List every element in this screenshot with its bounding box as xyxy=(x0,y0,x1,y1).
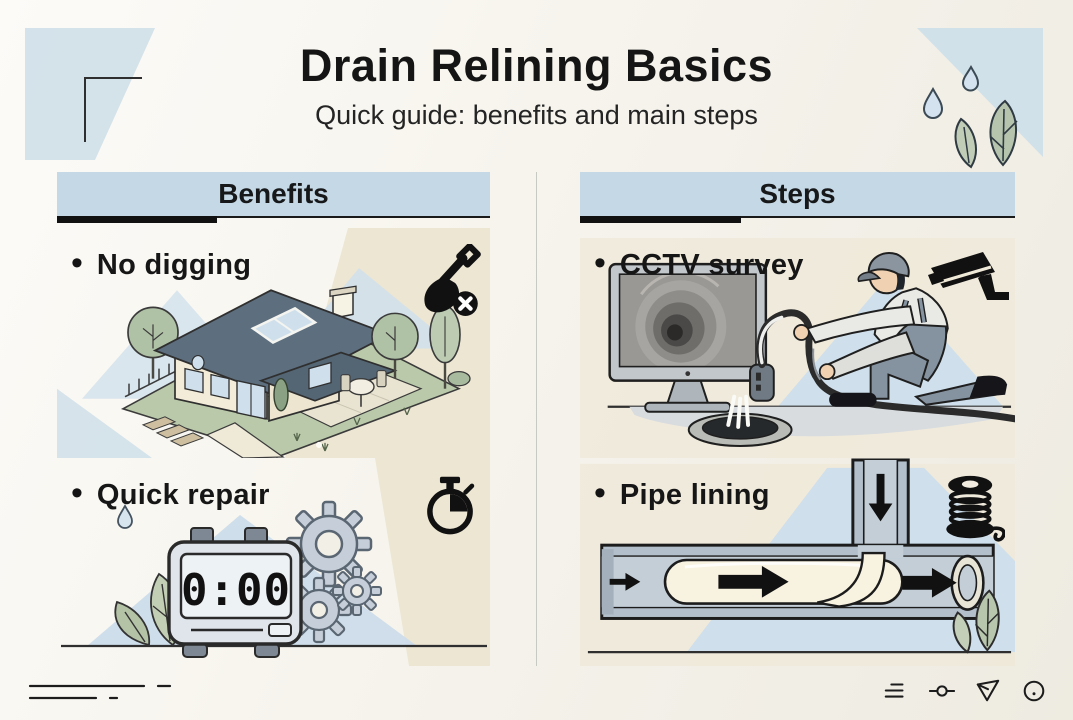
step-pipe-lining-section: • Pipe lining xyxy=(580,458,1015,666)
step-item-pipe-lining: • Pipe lining xyxy=(594,474,770,512)
steps-title: Steps xyxy=(759,178,836,209)
benefits-accent-rule xyxy=(57,216,490,224)
circle-icon xyxy=(1023,680,1045,702)
benefit-item-no-digging: • No digging xyxy=(71,244,252,282)
bullet: • xyxy=(71,244,83,282)
menu-lines-icon xyxy=(884,683,904,698)
slider-icon xyxy=(929,685,955,697)
benefit-label: Quick repair xyxy=(96,478,270,511)
benefits-header: Benefits xyxy=(57,172,490,216)
water-drop-icon xyxy=(117,504,133,529)
benefit-quick-repair-section: 0:00 • Quick repair xyxy=(57,458,490,666)
footer-icon-row xyxy=(883,678,1047,704)
cctv-camera-icon xyxy=(928,252,1009,300)
corner-decoration-top-right xyxy=(917,28,1043,169)
benefit-item-quick-repair: • Quick repair xyxy=(71,474,270,512)
benefit-no-digging-section: • No digging xyxy=(57,228,490,458)
step-label: CCTV survey xyxy=(619,248,804,281)
text-lines-decoration xyxy=(28,684,172,700)
benefits-title: Benefits xyxy=(218,178,329,209)
benefits-panel: Benefits xyxy=(57,172,490,666)
inspection-monitor xyxy=(608,262,768,413)
steps-accent-rule xyxy=(580,216,1015,224)
digital-timer: 0:00 xyxy=(167,527,303,658)
step-cctv-survey-section: • CCTV survey xyxy=(580,228,1015,458)
leaf-decoration xyxy=(952,589,1000,654)
flow-arrows xyxy=(609,473,957,598)
bullet: • xyxy=(71,474,83,512)
steps-header: Steps xyxy=(580,172,1015,216)
gears-decoration xyxy=(285,500,382,644)
stopwatch-icon xyxy=(427,476,475,535)
worker-figure xyxy=(793,252,1008,407)
step-label: Pipe lining xyxy=(619,478,770,511)
cable-spool-icon xyxy=(946,475,1005,542)
steps-panel: Steps xyxy=(580,172,1015,666)
pipe-lining-illustration xyxy=(580,458,1015,666)
bullet: • xyxy=(594,244,606,282)
paper-plane-icon xyxy=(976,679,1000,702)
step-item-cctv-survey: • CCTV survey xyxy=(594,244,804,282)
no-digging-shovel-icon xyxy=(424,244,481,316)
bullet: • xyxy=(594,474,606,512)
leaf-decoration xyxy=(954,99,1018,169)
page-subtitle: Quick guide: benefits and main steps xyxy=(315,100,758,130)
corner-decoration-top-left xyxy=(25,28,155,160)
timer-illustration: 0:00 xyxy=(61,458,490,666)
camera-cable xyxy=(756,309,1015,423)
page-title: Drain Relining Basics xyxy=(299,40,774,91)
timer-display: 0:00 xyxy=(181,565,291,616)
benefit-label: No digging xyxy=(96,248,252,281)
column-divider xyxy=(536,172,537,666)
water-drop-icon xyxy=(922,64,980,119)
corner-bracket-icon xyxy=(84,77,142,142)
